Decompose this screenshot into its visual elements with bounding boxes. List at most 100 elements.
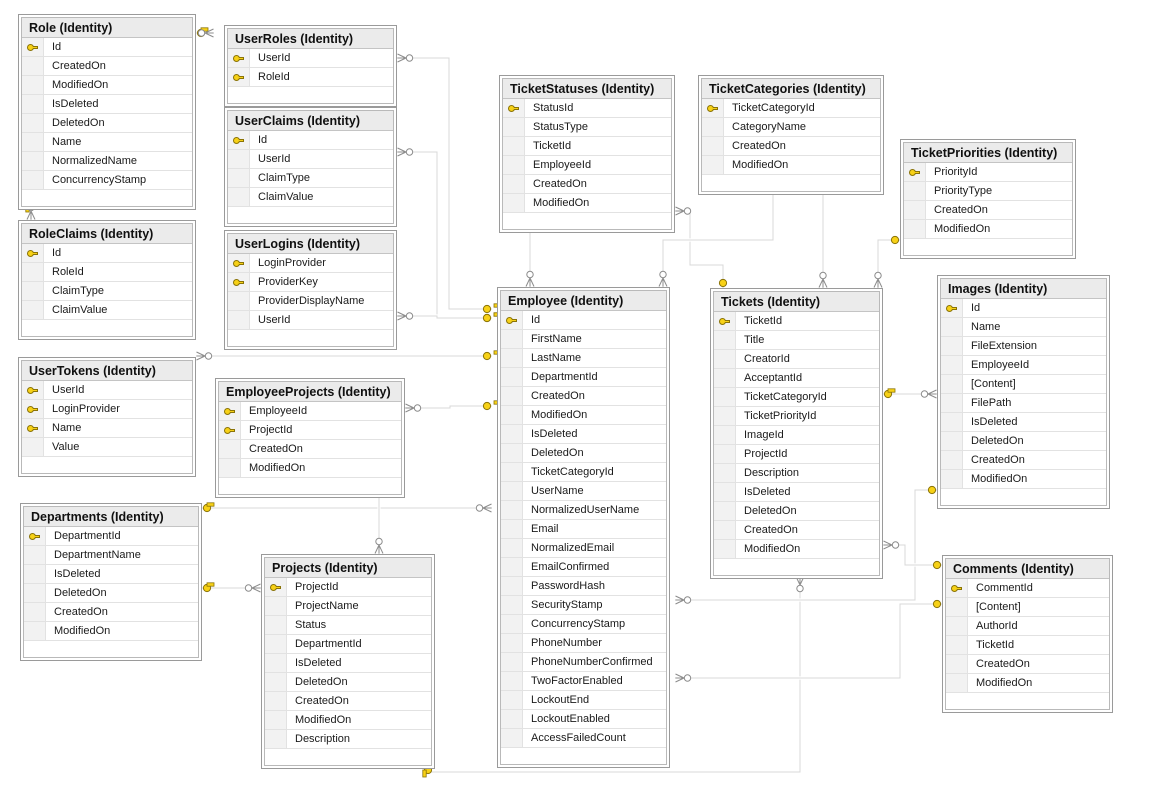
field-row[interactable]: [Content] <box>941 375 1106 394</box>
field-row[interactable]: StatusId <box>503 99 671 118</box>
field-row[interactable]: Id <box>22 38 192 57</box>
field-row[interactable]: ImageId <box>714 426 879 445</box>
field-row[interactable]: FileExtension <box>941 337 1106 356</box>
field-row[interactable]: DepartmentId <box>265 635 431 654</box>
field-row[interactable]: DeletedOn <box>265 673 431 692</box>
field-row[interactable]: CreatedOn <box>714 521 879 540</box>
field-row[interactable]: Name <box>941 318 1106 337</box>
field-row[interactable]: TicketCategoryId <box>702 99 880 118</box>
field-row[interactable]: Description <box>714 464 879 483</box>
field-row[interactable]: ProjectId <box>219 421 401 440</box>
field-row[interactable]: TicketId <box>714 312 879 331</box>
field-row[interactable]: CreatedOn <box>702 137 880 156</box>
field-row[interactable]: Email <box>501 520 666 539</box>
field-row[interactable]: CreatedOn <box>22 57 192 76</box>
field-row[interactable]: CreatedOn <box>501 387 666 406</box>
field-row[interactable]: EmployeeId <box>941 356 1106 375</box>
field-row[interactable]: ModifiedOn <box>702 156 880 175</box>
field-row[interactable]: CreatedOn <box>503 175 671 194</box>
field-row[interactable]: DeletedOn <box>24 584 198 603</box>
field-row[interactable]: ProjectId <box>265 578 431 597</box>
field-row[interactable]: LoginProvider <box>22 400 192 419</box>
field-row[interactable]: AuthorId <box>946 617 1109 636</box>
field-row[interactable]: PhoneNumber <box>501 634 666 653</box>
field-row[interactable]: LockoutEnd <box>501 691 666 710</box>
field-row[interactable]: ClaimValue <box>22 301 192 320</box>
field-row[interactable]: CreatedOn <box>219 440 401 459</box>
field-row[interactable]: ClaimValue <box>228 188 393 207</box>
field-row[interactable]: NormalizedName <box>22 152 192 171</box>
field-row[interactable]: Id <box>22 244 192 263</box>
field-row[interactable]: RoleId <box>22 263 192 282</box>
field-row[interactable]: ModifiedOn <box>24 622 198 641</box>
field-row[interactable]: ProjectId <box>714 445 879 464</box>
field-row[interactable]: ModifiedOn <box>503 194 671 213</box>
field-row[interactable]: CreatedOn <box>24 603 198 622</box>
field-row[interactable]: ModifiedOn <box>946 674 1109 693</box>
field-row[interactable]: [Content] <box>946 598 1109 617</box>
field-row[interactable]: ClaimType <box>228 169 393 188</box>
field-row[interactable]: StatusType <box>503 118 671 137</box>
field-row[interactable]: IsDeleted <box>714 483 879 502</box>
field-row[interactable]: ClaimType <box>22 282 192 301</box>
field-row[interactable]: IsDeleted <box>501 425 666 444</box>
field-row[interactable]: IsDeleted <box>941 413 1106 432</box>
field-row[interactable]: PriorityId <box>904 163 1072 182</box>
field-row[interactable]: LastName <box>501 349 666 368</box>
field-row[interactable]: IsDeleted <box>22 95 192 114</box>
field-row[interactable]: DepartmentId <box>501 368 666 387</box>
field-row[interactable]: DeletedOn <box>22 114 192 133</box>
field-row[interactable]: ProviderDisplayName <box>228 292 393 311</box>
field-row[interactable]: DeletedOn <box>501 444 666 463</box>
field-row[interactable]: PasswordHash <box>501 577 666 596</box>
field-row[interactable]: ModifiedOn <box>714 540 879 559</box>
field-row[interactable]: DeletedOn <box>941 432 1106 451</box>
field-row[interactable]: Id <box>941 299 1106 318</box>
field-row[interactable]: DeletedOn <box>714 502 879 521</box>
table-ticketcategories[interactable]: TicketCategories (Identity)TicketCategor… <box>698 75 884 195</box>
table-comments[interactable]: Comments (Identity)CommentId[Content]Aut… <box>942 555 1113 713</box>
field-row[interactable]: CommentId <box>946 579 1109 598</box>
field-row[interactable]: AccessFailedCount <box>501 729 666 748</box>
field-row[interactable]: CreatedOn <box>904 201 1072 220</box>
field-row[interactable]: FirstName <box>501 330 666 349</box>
field-row[interactable]: EmployeeId <box>503 156 671 175</box>
field-row[interactable]: EmailConfirmed <box>501 558 666 577</box>
field-row[interactable]: TicketCategoryId <box>501 463 666 482</box>
field-row[interactable]: FilePath <box>941 394 1106 413</box>
field-row[interactable]: UserName <box>501 482 666 501</box>
field-row[interactable]: NormalizedEmail <box>501 539 666 558</box>
field-row[interactable]: AcceptantId <box>714 369 879 388</box>
field-row[interactable]: ProviderKey <box>228 273 393 292</box>
field-row[interactable]: UserId <box>228 311 393 330</box>
field-row[interactable]: NormalizedUserName <box>501 501 666 520</box>
field-row[interactable]: LoginProvider <box>228 254 393 273</box>
field-row[interactable]: TwoFactorEnabled <box>501 672 666 691</box>
field-row[interactable]: ModifiedOn <box>501 406 666 425</box>
field-row[interactable]: Id <box>501 311 666 330</box>
field-row[interactable]: TicketCategoryId <box>714 388 879 407</box>
field-row[interactable]: ProjectName <box>265 597 431 616</box>
field-row[interactable]: EmployeeId <box>219 402 401 421</box>
field-row[interactable]: PriorityType <box>904 182 1072 201</box>
field-row[interactable]: UserId <box>228 49 393 68</box>
field-row[interactable]: Id <box>228 131 393 150</box>
field-row[interactable]: ModifiedOn <box>265 711 431 730</box>
field-row[interactable]: IsDeleted <box>24 565 198 584</box>
field-row[interactable]: ModifiedOn <box>941 470 1106 489</box>
field-row[interactable]: DepartmentId <box>24 527 198 546</box>
field-row[interactable]: ConcurrencyStamp <box>22 171 192 190</box>
field-row[interactable]: Title <box>714 331 879 350</box>
field-row[interactable]: Description <box>265 730 431 749</box>
